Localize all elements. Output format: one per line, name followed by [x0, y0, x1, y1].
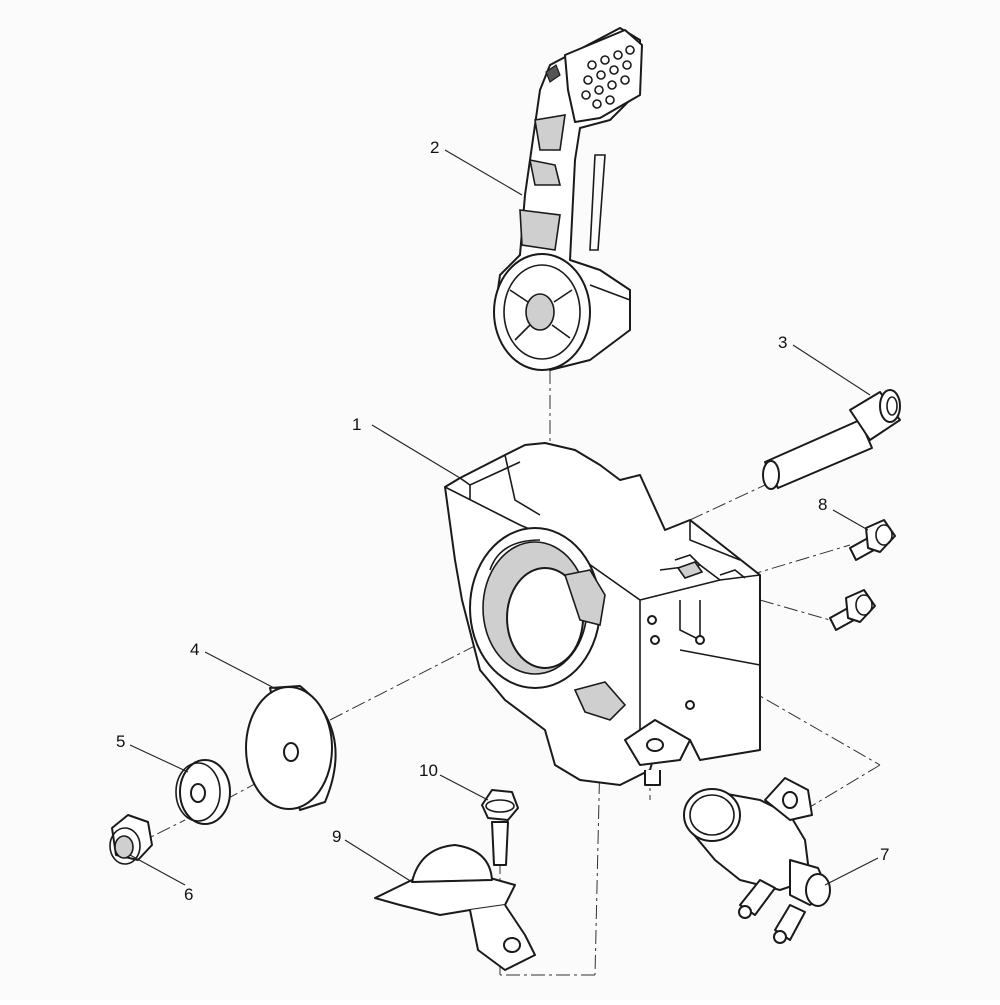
- callout-labels: 1 2 3 4 5 6 7 8 9 10: [116, 138, 889, 904]
- part-3-cap-screw: [762, 389, 901, 490]
- callout-7: 7: [880, 845, 889, 864]
- part-4-disc: [245, 685, 337, 811]
- callout-10: 10: [419, 761, 438, 780]
- callout-3: 3: [778, 333, 787, 352]
- callout-5: 5: [116, 732, 125, 751]
- part-6-nut: [109, 814, 153, 865]
- pedal-grip-pad: [581, 45, 635, 109]
- part-5-washer: [175, 759, 231, 825]
- callout-6: 6: [184, 885, 193, 904]
- callout-8: 8: [818, 495, 827, 514]
- callout-1: 1: [352, 415, 361, 434]
- part-7-valve: [683, 777, 831, 944]
- callout-4: 4: [190, 640, 199, 659]
- part-8-bolt-lower: [829, 589, 876, 631]
- part-9-clip-bracket: [374, 844, 536, 971]
- callout-9: 9: [332, 827, 341, 846]
- part-1-housing: [444, 442, 761, 786]
- leader-lines: [129, 149, 879, 886]
- part-2-pedal-lever: [493, 27, 643, 371]
- callout-2: 2: [430, 138, 439, 157]
- part-8-bolt-upper: [849, 519, 896, 561]
- part-10-flange-bolt: [481, 789, 519, 866]
